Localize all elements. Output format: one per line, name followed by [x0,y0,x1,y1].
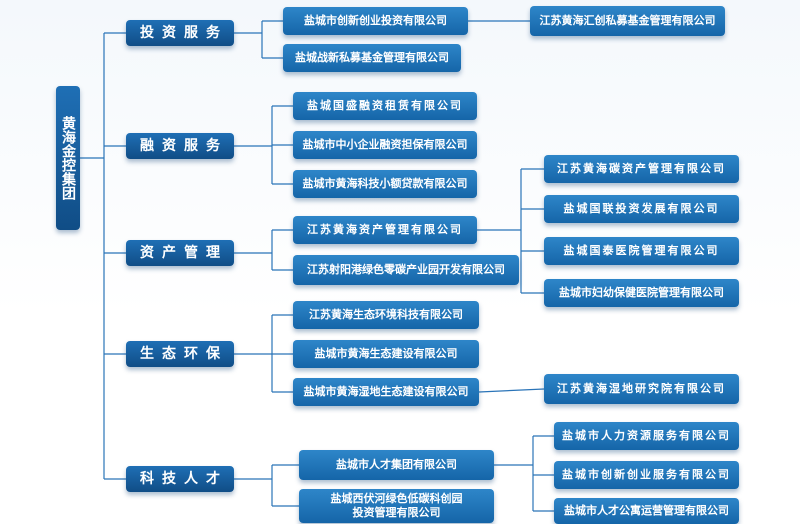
section-label: 融资服务 [140,138,228,154]
section-label: 科技人才 [140,471,228,487]
connector-line [478,388,545,393]
subsidiary-label: 盐城国联投资发展有限公司 [563,202,720,215]
subsidiary-label: 江苏黄海湿地研究院有限公司 [557,382,726,395]
company-label: 盐城市黄海湿地生态建设有限公司 [303,385,469,398]
section-label: 资产管理 [140,245,228,261]
section-label: 投资服务 [140,25,228,41]
company-node: 盐城市中小企业融资担保有限公司 [293,131,477,159]
section-financing-services: 融资服务 [126,133,234,159]
company-label: 江苏射阳港绿色零碳产业园开发有限公司 [307,263,505,276]
subsidiary-label: 盐城市人力资源服务有限公司 [562,429,731,442]
company-label: 江苏黄海资产管理有限公司 [307,223,463,236]
company-node: 江苏黄海生态环境科技有限公司 [293,301,479,329]
company-label: 盐城市创新创业投资有限公司 [304,14,447,27]
root-node: 黄海金控集团 [56,86,80,230]
company-node: 江苏射阳港绿色零碳产业园开发有限公司 [293,255,519,285]
company-label: 盐城市人才集团有限公司 [336,458,457,471]
company-node: 盐城市创新创业投资有限公司 [283,7,468,35]
subsidiary-label: 盐城市人才公寓运营管理有限公司 [564,504,729,517]
company-node: 盐城西伏河绿色低碳科创园 投资管理有限公司 [299,489,494,523]
company-node: 江苏黄海资产管理有限公司 [293,216,477,244]
subsidiary-node: 盐城国泰医院管理有限公司 [544,237,739,265]
subsidiary-node: 盐城市人力资源服务有限公司 [554,422,739,450]
company-label: 盐城战新私募基金管理有限公司 [295,51,449,64]
subsidiary-node: 盐城国联投资发展有限公司 [544,195,739,223]
company-label: 盐城市黄海生态建设有限公司 [314,347,458,360]
company-label: 江苏黄海生态环境科技有限公司 [309,308,463,321]
company-label: 盐城市中小企业融资担保有限公司 [302,138,468,151]
company-label: 盐城西伏河绿色低碳科创园 [330,492,463,505]
company-node: 盐城战新私募基金管理有限公司 [283,44,461,72]
section-tech-talent: 科技人才 [126,466,234,492]
subsidiary-label: 江苏黄海汇创私募基金管理有限公司 [539,14,716,27]
subsidiary-label: 盐城市妇幼保健医院管理有限公司 [559,286,724,299]
subsidiary-label: 江苏黄海碳资产管理有限公司 [557,162,726,175]
company-node: 盐城市黄海湿地生态建设有限公司 [293,378,479,406]
section-asset-management: 资产管理 [126,240,234,266]
subsidiary-node: 盐城市创新创业服务有限公司 [554,461,739,489]
subsidiary-label: 盐城市创新创业服务有限公司 [562,468,731,481]
subsidiary-node: 江苏黄海湿地研究院有限公司 [544,374,739,404]
company-node: 盐城市黄海生态建设有限公司 [293,340,479,368]
subsidiary-node: 盐城市妇幼保健医院管理有限公司 [544,279,739,307]
subsidiary-node: 江苏黄海碳资产管理有限公司 [544,155,739,183]
company-node: 盐城国盛融资租赁有限公司 [293,92,477,120]
company-node: 盐城市人才集团有限公司 [299,450,494,480]
section-label: 生态环保 [140,346,228,362]
company-label-line2: 投资管理有限公司 [352,506,441,519]
subsidiary-node: 江苏黄海汇创私募基金管理有限公司 [530,6,725,36]
section-investment-services: 投资服务 [126,20,234,46]
subsidiary-node: 盐城市人才公寓运营管理有限公司 [554,498,739,524]
company-label: 盐城国盛融资租赁有限公司 [307,99,463,112]
subsidiary-label: 盐城国泰医院管理有限公司 [563,244,720,257]
company-node: 盐城市黄海科技小额贷款有限公司 [293,170,477,198]
root-label: 黄海金控集团 [60,116,76,200]
section-eco-protection: 生态环保 [126,341,234,367]
company-label: 盐城市黄海科技小额贷款有限公司 [302,177,468,190]
